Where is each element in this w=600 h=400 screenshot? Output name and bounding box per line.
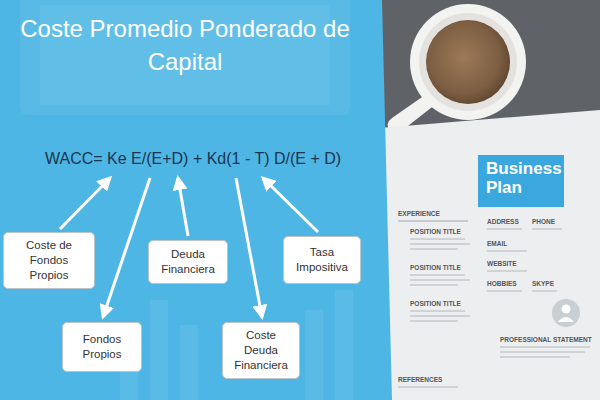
field-label: PHONE <box>532 218 555 225</box>
field-label: ADDRESS <box>487 218 519 225</box>
section-heading: EXPERIENCE <box>398 210 440 217</box>
section-heading: REFERENCES <box>398 376 442 383</box>
profile-circle <box>552 299 580 327</box>
paper <box>380 110 600 400</box>
chart-bar-faint <box>335 290 353 400</box>
cup <box>410 4 526 120</box>
coffee <box>426 20 510 104</box>
title: Coste Promedio Ponderado de Capital <box>15 12 355 78</box>
profile-head <box>562 305 571 314</box>
leader-arrow <box>103 178 150 317</box>
paper-line <box>487 270 527 272</box>
box-label: Deuda Financiera <box>154 247 222 277</box>
paper-line <box>532 228 562 230</box>
paper-line <box>410 310 465 312</box>
concept-box: Coste de Fondos Propios <box>3 232 95 289</box>
formula: WACC= Ke E/(E+D) + Kd(1 - T) D/(E + D) <box>45 150 341 168</box>
paper-line <box>487 250 527 252</box>
leader-arrow <box>60 178 110 229</box>
profile-body <box>558 317 574 322</box>
business-plan-banner <box>478 155 564 207</box>
paper-line <box>410 320 458 322</box>
paper-line <box>410 279 470 281</box>
field-label: WEBSITE <box>487 260 517 267</box>
paper-line <box>487 228 522 230</box>
section-heading: PROFESSIONAL STATEMENT <box>500 336 592 343</box>
box-label: Fondos Propios <box>68 332 136 362</box>
concept-box: Tasa Impositiva <box>283 236 361 284</box>
concept-box: Deuda Financiera <box>148 240 228 284</box>
paper-line <box>487 290 522 292</box>
paper-line <box>398 386 458 388</box>
concept-box: Coste Deuda Financiera <box>222 322 300 379</box>
box-label: Coste de Fondos Propios <box>9 238 89 283</box>
paper-line <box>410 243 470 245</box>
paper-line <box>500 356 570 358</box>
field-label: POSITION TITLE <box>410 300 461 307</box>
box-label: Tasa Impositiva <box>289 245 355 275</box>
field-label: POSITION TITLE <box>410 264 461 271</box>
banner-text: Business Plan <box>486 160 560 197</box>
paper-line <box>398 220 468 222</box>
field-label: EMAIL <box>487 240 507 247</box>
paper-line <box>500 346 590 348</box>
box-label: Coste Deuda Financiera <box>228 328 294 373</box>
paper-line <box>500 351 585 353</box>
leader-arrow <box>178 178 188 236</box>
chart-bar-faint <box>180 325 198 400</box>
paper-line <box>410 238 465 240</box>
chart-bar-faint <box>150 300 168 400</box>
leader-arrow <box>236 178 262 317</box>
paper-line <box>410 284 458 286</box>
field-label: POSITION TITLE <box>410 228 461 235</box>
concept-box: Fondos Propios <box>62 322 142 372</box>
field-label: HOBBIES <box>487 280 517 287</box>
paper-line <box>532 290 557 292</box>
paper-line <box>410 248 458 250</box>
leader-arrow <box>263 178 318 232</box>
chart-bar-faint <box>305 310 323 400</box>
paper-line <box>410 315 470 317</box>
field-label: SKYPE <box>532 280 554 287</box>
paper-line <box>410 274 465 276</box>
cup-rim <box>419 13 517 111</box>
